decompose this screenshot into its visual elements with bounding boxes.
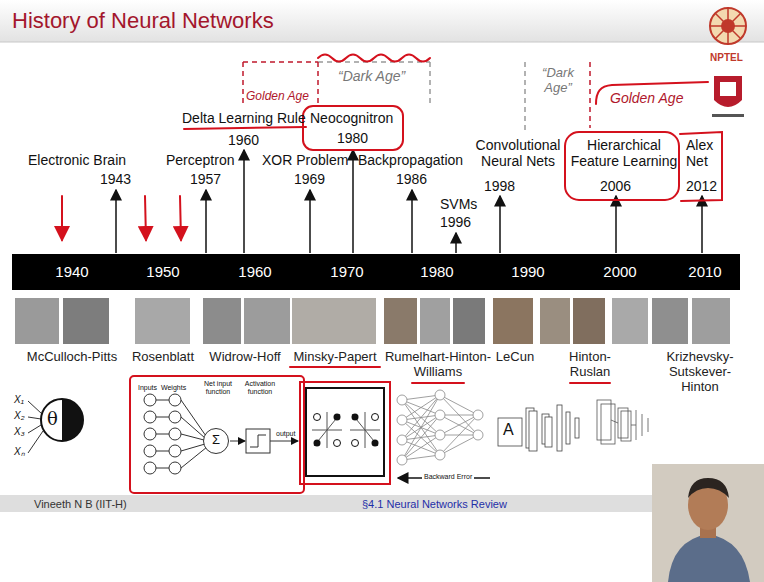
input-symbol: Xₙ (14, 446, 25, 458)
xor-figure (306, 388, 384, 476)
decade-label: 1940 (47, 263, 97, 280)
threshold-neuron: θ (40, 398, 84, 442)
figure-caption: Net input function (200, 380, 236, 396)
decade-label: 2000 (595, 263, 645, 280)
person-name: Minsky-Papert (285, 350, 385, 365)
iit-logo (712, 76, 744, 117)
person-name: Krizhevsky- Sutskever- Hinton (660, 350, 740, 395)
figure-caption: output (276, 430, 295, 438)
alexnet-figure (597, 400, 648, 444)
figure-caption: Backward Error (422, 473, 474, 481)
figure-caption: Activation function (240, 380, 280, 396)
event-name: Hierarchical Feature Learning (570, 137, 678, 169)
person-name: McCulloch-Pitts (17, 350, 127, 365)
perceptron-figure (144, 394, 298, 474)
logo-caption: NPTEL (710, 52, 743, 64)
input-symbol: X₃ (14, 426, 25, 438)
figure-letter: A (503, 421, 514, 439)
event-year: 2006 (600, 178, 631, 194)
era-label: “Dark Age” (338, 68, 405, 84)
input-symbol: X₂ (14, 410, 24, 422)
event-year: 1998 (484, 178, 515, 194)
summation-node: Σ (203, 428, 229, 454)
event-year: 1943 (100, 171, 131, 187)
event-name: Electronic Brain (28, 152, 126, 168)
event-year: 2012 (686, 178, 717, 194)
title-rule (0, 42, 764, 43)
portrait-photos (15, 298, 730, 344)
era-label: Golden Age (246, 90, 309, 104)
event-name: Backpropagation (358, 152, 463, 168)
event-name: Delta Learning Rule (182, 110, 306, 126)
person-name: Rosenblatt (123, 350, 203, 365)
event-name: Neocognitron (310, 110, 393, 126)
figure-caption: Weights (161, 384, 186, 392)
lenet-figure (498, 405, 579, 451)
lecturer-video (652, 464, 764, 582)
footer-author: Vineeth N B (IIT-H) (34, 498, 127, 511)
figure-caption: Inputs (138, 384, 157, 392)
event-year: 1986 (396, 171, 427, 187)
era-label: “Dark Age” (533, 66, 583, 96)
person-name: LeCun (490, 350, 540, 365)
event-name: XOR Problem (262, 152, 348, 168)
footer-section: §4.1 Neural Networks Review (362, 498, 507, 511)
slide-title: History of Neural Networks (12, 8, 274, 33)
decade-label: 2010 (680, 263, 730, 280)
threshold-symbol: θ (47, 409, 58, 430)
nptel-logo (710, 8, 746, 44)
sum-symbol: Σ (204, 433, 228, 448)
input-symbol: X₁ (14, 394, 24, 406)
decade-label: 1960 (230, 263, 280, 280)
event-year: 1996 (440, 214, 471, 230)
event-name: SVMs (440, 196, 477, 212)
person-name: Rumelhart-Hinton- Williams (376, 350, 500, 380)
person-name: Widrow-Hoff (200, 350, 290, 365)
event-year: 1957 (190, 171, 221, 187)
decade-label: 1980 (412, 263, 462, 280)
event-name: Alex Net (686, 137, 720, 169)
event-year: 1960 (228, 132, 259, 148)
backprop-network (397, 390, 490, 478)
footer-band (0, 495, 764, 512)
decade-label: 1970 (322, 263, 372, 280)
event-name: Perceptron (166, 152, 234, 168)
decade-label: 1990 (503, 263, 553, 280)
title-band (0, 0, 764, 42)
event-year: 1969 (294, 171, 325, 187)
timeline-band: 1940 1950 1960 1970 1980 1990 2000 2010 (12, 254, 740, 290)
decade-label: 1950 (138, 263, 188, 280)
event-name: Convolutional Neural Nets (472, 137, 564, 169)
era-label: Golden Age (610, 90, 683, 106)
person-name: Hinton- Ruslan (562, 350, 618, 380)
event-year: 1980 (337, 130, 368, 146)
